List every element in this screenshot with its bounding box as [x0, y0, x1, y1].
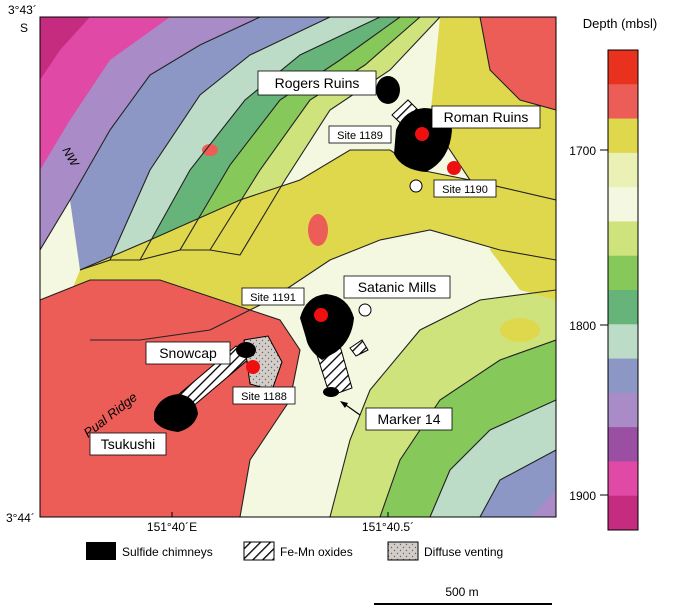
- white-spot: [358, 303, 372, 317]
- contour-line: [479, 17, 556, 111]
- site-marker-1191: [314, 308, 328, 322]
- legend-label-sulfide: Sulfide chimneys: [122, 545, 213, 559]
- sulfide-chimney-tsukushi: [154, 394, 198, 432]
- lat-bottom-label: 3°44´: [6, 511, 35, 525]
- marker14-arrowhead: [340, 401, 348, 408]
- femn-oxide-deposit: [349, 339, 369, 357]
- colorbar-tick-1700: 1700: [569, 144, 596, 158]
- label-roman-ruins: Roman Ruins: [444, 109, 529, 125]
- contour-line: [479, 449, 556, 517]
- white-spot: [409, 179, 423, 193]
- sulfide-chimney-snowcap: [236, 342, 256, 358]
- colorbar-swatch: [608, 187, 638, 222]
- depth-zone-se-1870: [530, 490, 556, 517]
- colorbar-swatch: [608, 495, 638, 531]
- lon-right-label: 151°40.5´: [362, 520, 414, 534]
- lat-top-hemisphere: S: [20, 21, 28, 35]
- contour-line: [90, 229, 556, 341]
- contour-line: [180, 17, 421, 251]
- colorbar-swatch: [608, 324, 638, 360]
- label-satanic-mills: Satanic Mills: [358, 279, 437, 295]
- depth-patch-red: [308, 214, 328, 246]
- legend-swatch-diffuse: [387, 541, 419, 561]
- label-site-1190: Site 1190: [442, 184, 488, 196]
- legend-label-diffuse: Diffuse venting: [424, 545, 503, 559]
- colorbar-swatch: [608, 255, 638, 291]
- sulfide-chimney-satanic: [300, 294, 354, 360]
- sulfide-chimney-rogers: [376, 76, 400, 104]
- depth-zone-nw-1840: [70, 17, 330, 270]
- lat-top-label: 3°43´: [8, 3, 37, 17]
- colorbar-swatches: [608, 50, 638, 531]
- legend-swatch-femn: [243, 541, 275, 561]
- depth-zone-nw-1810: [110, 17, 380, 260]
- colorbar-swatch: [608, 461, 638, 497]
- depth-zone-nw-1890: [40, 17, 170, 170]
- colorbar-swatch: [608, 221, 638, 257]
- depth-patch-red: [76, 488, 104, 502]
- colorbar-title: Depth (mbsl): [583, 16, 657, 31]
- colorbar-tick-1800: 1800: [569, 319, 596, 333]
- legend-swatch-sulfide: [86, 542, 116, 560]
- colorbar-swatch: [608, 358, 638, 394]
- colorbar-swatch: [608, 290, 638, 325]
- depth-zone-nw-1880: [40, 17, 90, 80]
- label-tsukushi: Tsukushi: [101, 436, 155, 452]
- depth-patch-yellow: [500, 318, 540, 342]
- label-marker-14: Marker 14: [377, 411, 440, 427]
- colorbar-tick-1900: 1900: [569, 489, 596, 503]
- label-site-1189: Site 1189: [337, 130, 383, 142]
- colorbar-frame: [607, 49, 639, 531]
- site-marker-1190: [447, 161, 461, 175]
- site-marker-1188: [246, 360, 260, 374]
- contour-line: [139, 17, 401, 261]
- depth-zone-se-1850: [480, 450, 556, 517]
- map-frame: [39, 16, 557, 518]
- colorbar-swatch: [608, 392, 638, 428]
- depth-colorbar: Depth (mbsl) 1700 1800 1900: [569, 16, 657, 531]
- label-rogers-ruins: Rogers Ruins: [275, 75, 360, 91]
- depth-zone-nw-1790: [140, 17, 400, 260]
- contour-line: [79, 17, 331, 271]
- site-marker-1189: [415, 127, 429, 141]
- sulfide-chimney-marker14: [323, 387, 339, 397]
- lon-left-label: 151°40´E: [147, 520, 197, 534]
- colorbar-swatch: [608, 84, 638, 120]
- label-snowcap: Snowcap: [159, 345, 217, 361]
- colorbar-swatch: [608, 50, 638, 85]
- depth-zone-ne-1680: [480, 17, 556, 110]
- depth-zone-nw-1770: [180, 17, 420, 250]
- legend-label-femn: Fe-Mn oxides: [280, 545, 353, 559]
- contour-line: [209, 17, 441, 256]
- contour-line: [40, 17, 261, 251]
- scale-bar-label: 500 m: [445, 585, 478, 599]
- depth-patch-red: [202, 144, 218, 156]
- colorbar-swatch: [608, 118, 638, 154]
- contour-line: [40, 279, 301, 517]
- contour-line: [379, 339, 556, 517]
- colorbar-swatch: [608, 427, 638, 462]
- depth-zone-east-1690: [490, 200, 556, 300]
- contour-line: [429, 399, 556, 517]
- contour-line: [329, 289, 556, 517]
- contour-line: [110, 17, 381, 261]
- colorbar-swatch: [608, 152, 638, 188]
- map-legend: Sulfide chimneys Fe-Mn oxides Diffuse ve…: [86, 541, 503, 561]
- label-site-1191: Site 1191: [250, 292, 296, 304]
- scale-bar: 500 m: [374, 585, 552, 605]
- label-site-1188: Site 1188: [241, 391, 287, 403]
